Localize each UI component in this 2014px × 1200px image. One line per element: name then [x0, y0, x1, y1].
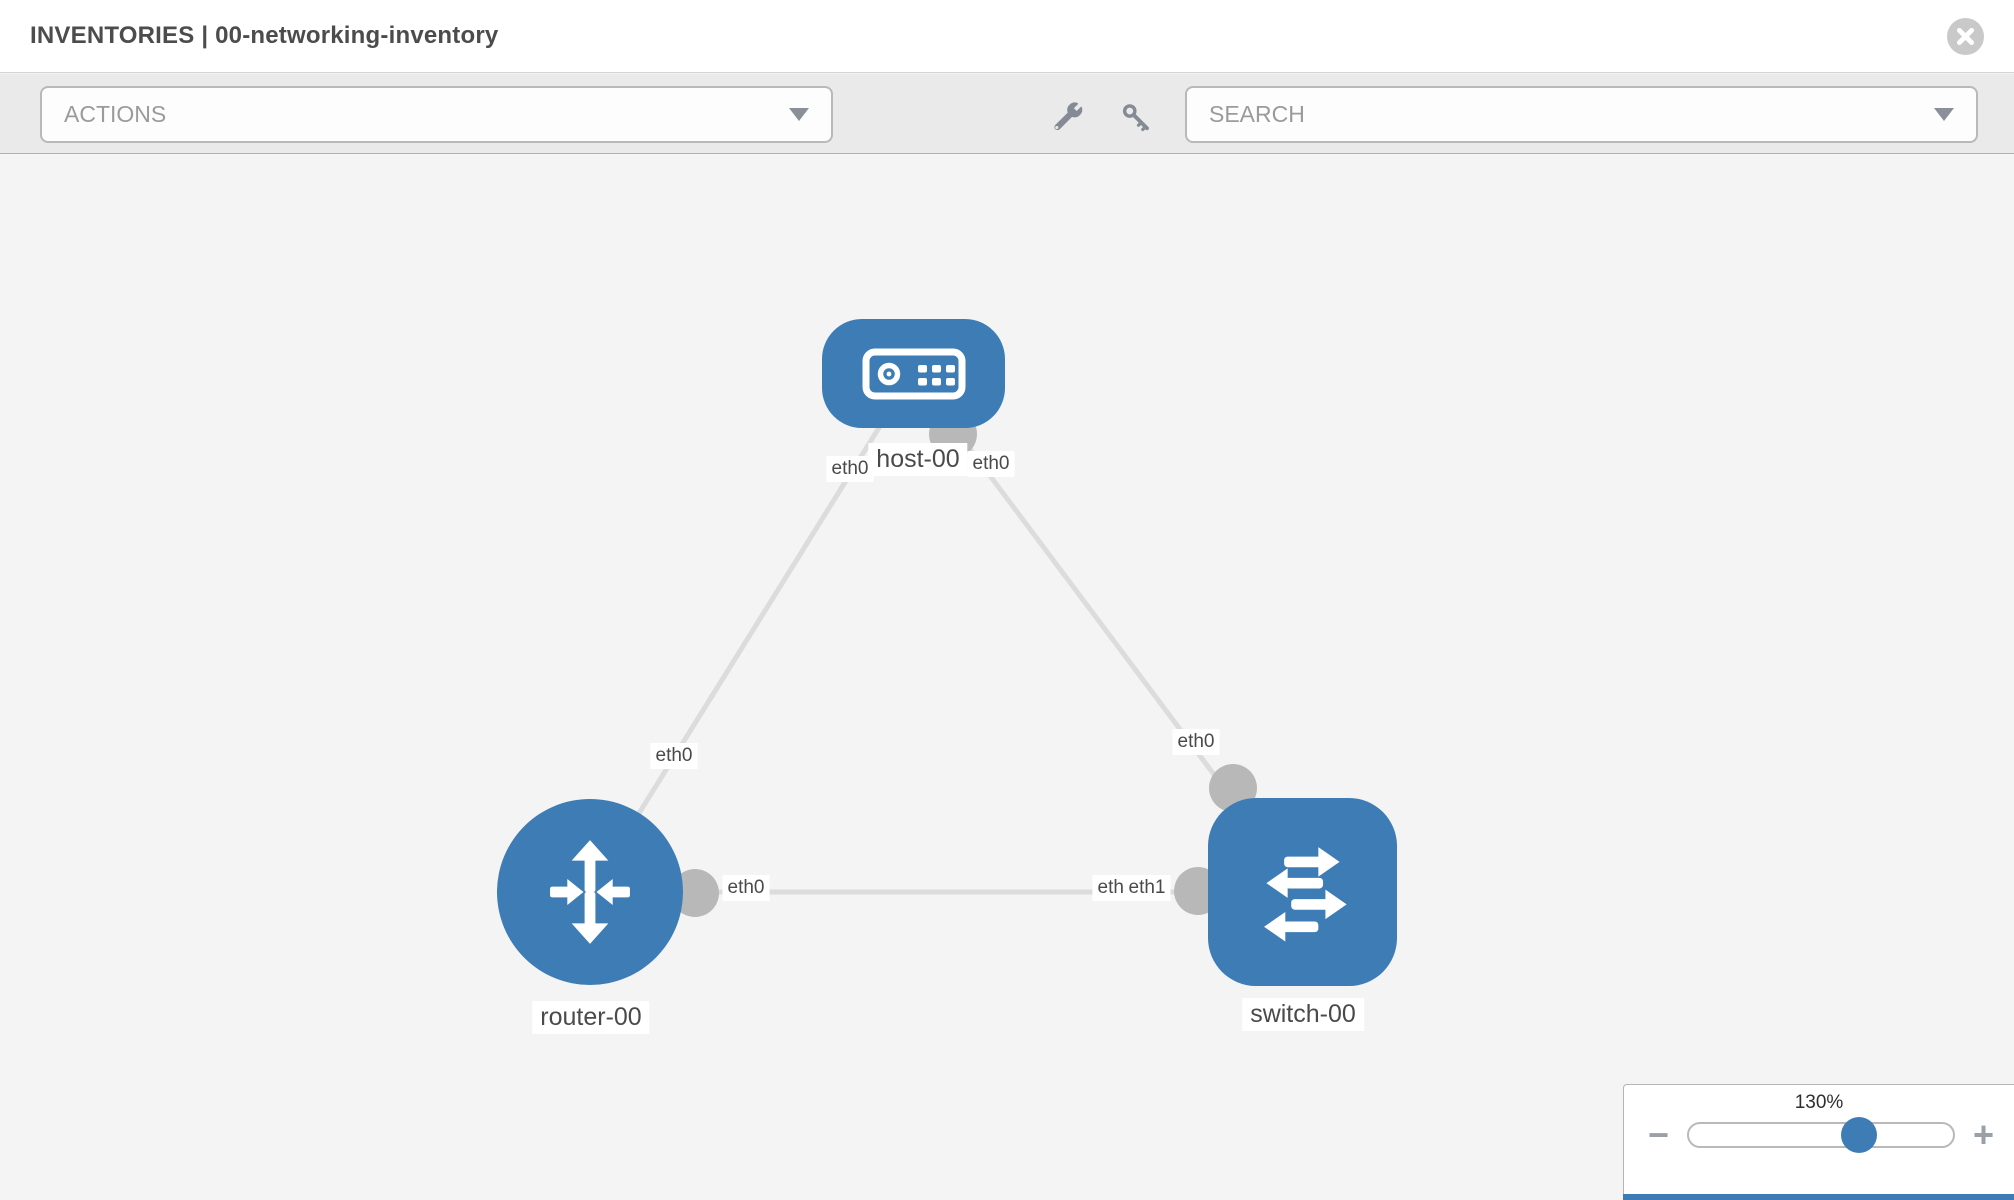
credentials-button[interactable] [1114, 95, 1158, 139]
zoom-out-button[interactable]: − [1644, 1117, 1673, 1153]
chevron-down-icon [1934, 108, 1954, 121]
interface-label: eth0 [826, 456, 874, 482]
header: INVENTORIES | 00-networking-inventory [0, 0, 2014, 73]
zoom-panel: 130% − + [1623, 1084, 2014, 1200]
node-label-router-00: router-00 [532, 1001, 650, 1035]
bottom-panel-edge [1623, 1194, 2014, 1200]
tools-button[interactable] [1046, 95, 1090, 139]
key-icon [1122, 104, 1149, 132]
node-label-host-00: host-00 [868, 443, 968, 477]
interface-label: eth0 [722, 875, 770, 901]
interface-label: eth0 [967, 451, 1015, 477]
search-label: SEARCH [1209, 101, 1305, 127]
toolbar: ACTIONS SEARCH [0, 74, 2014, 154]
topology-canvas[interactable]: eth0 eth0 eth0 eth0 eth0 eth0 eth1 host-… [0, 154, 2014, 1200]
switch-icon [1263, 847, 1347, 942]
zoom-in-button[interactable]: + [1969, 1117, 1998, 1153]
zoom-slider[interactable] [1687, 1117, 1955, 1153]
node-router-00[interactable] [497, 799, 683, 985]
node-label-switch-00: switch-00 [1242, 998, 1364, 1032]
host-icon [862, 348, 965, 399]
interface-label: eth1 [1123, 875, 1171, 901]
chevron-down-icon [789, 108, 809, 121]
actions-dropdown[interactable]: ACTIONS [40, 86, 833, 143]
router-icon [550, 840, 630, 944]
endpoint-router-right [671, 869, 719, 917]
interface-label: eth0 [1172, 729, 1220, 755]
page-title: INVENTORIES | 00-networking-inventory [30, 22, 499, 49]
node-switch-00[interactable] [1208, 798, 1397, 986]
zoom-level: 130% [1794, 1092, 1844, 1113]
actions-dropdown-label: ACTIONS [64, 101, 167, 127]
search-dropdown[interactable]: SEARCH [1185, 86, 1978, 143]
node-host-00[interactable] [822, 319, 1005, 428]
zoom-slider-handle[interactable] [1841, 1117, 1877, 1153]
wrench-icon [1054, 102, 1083, 131]
interface-label: eth0 [650, 743, 698, 769]
close-icon [1956, 27, 1975, 45]
close-button[interactable] [1947, 17, 1984, 55]
links-layer [587, 371, 1305, 917]
